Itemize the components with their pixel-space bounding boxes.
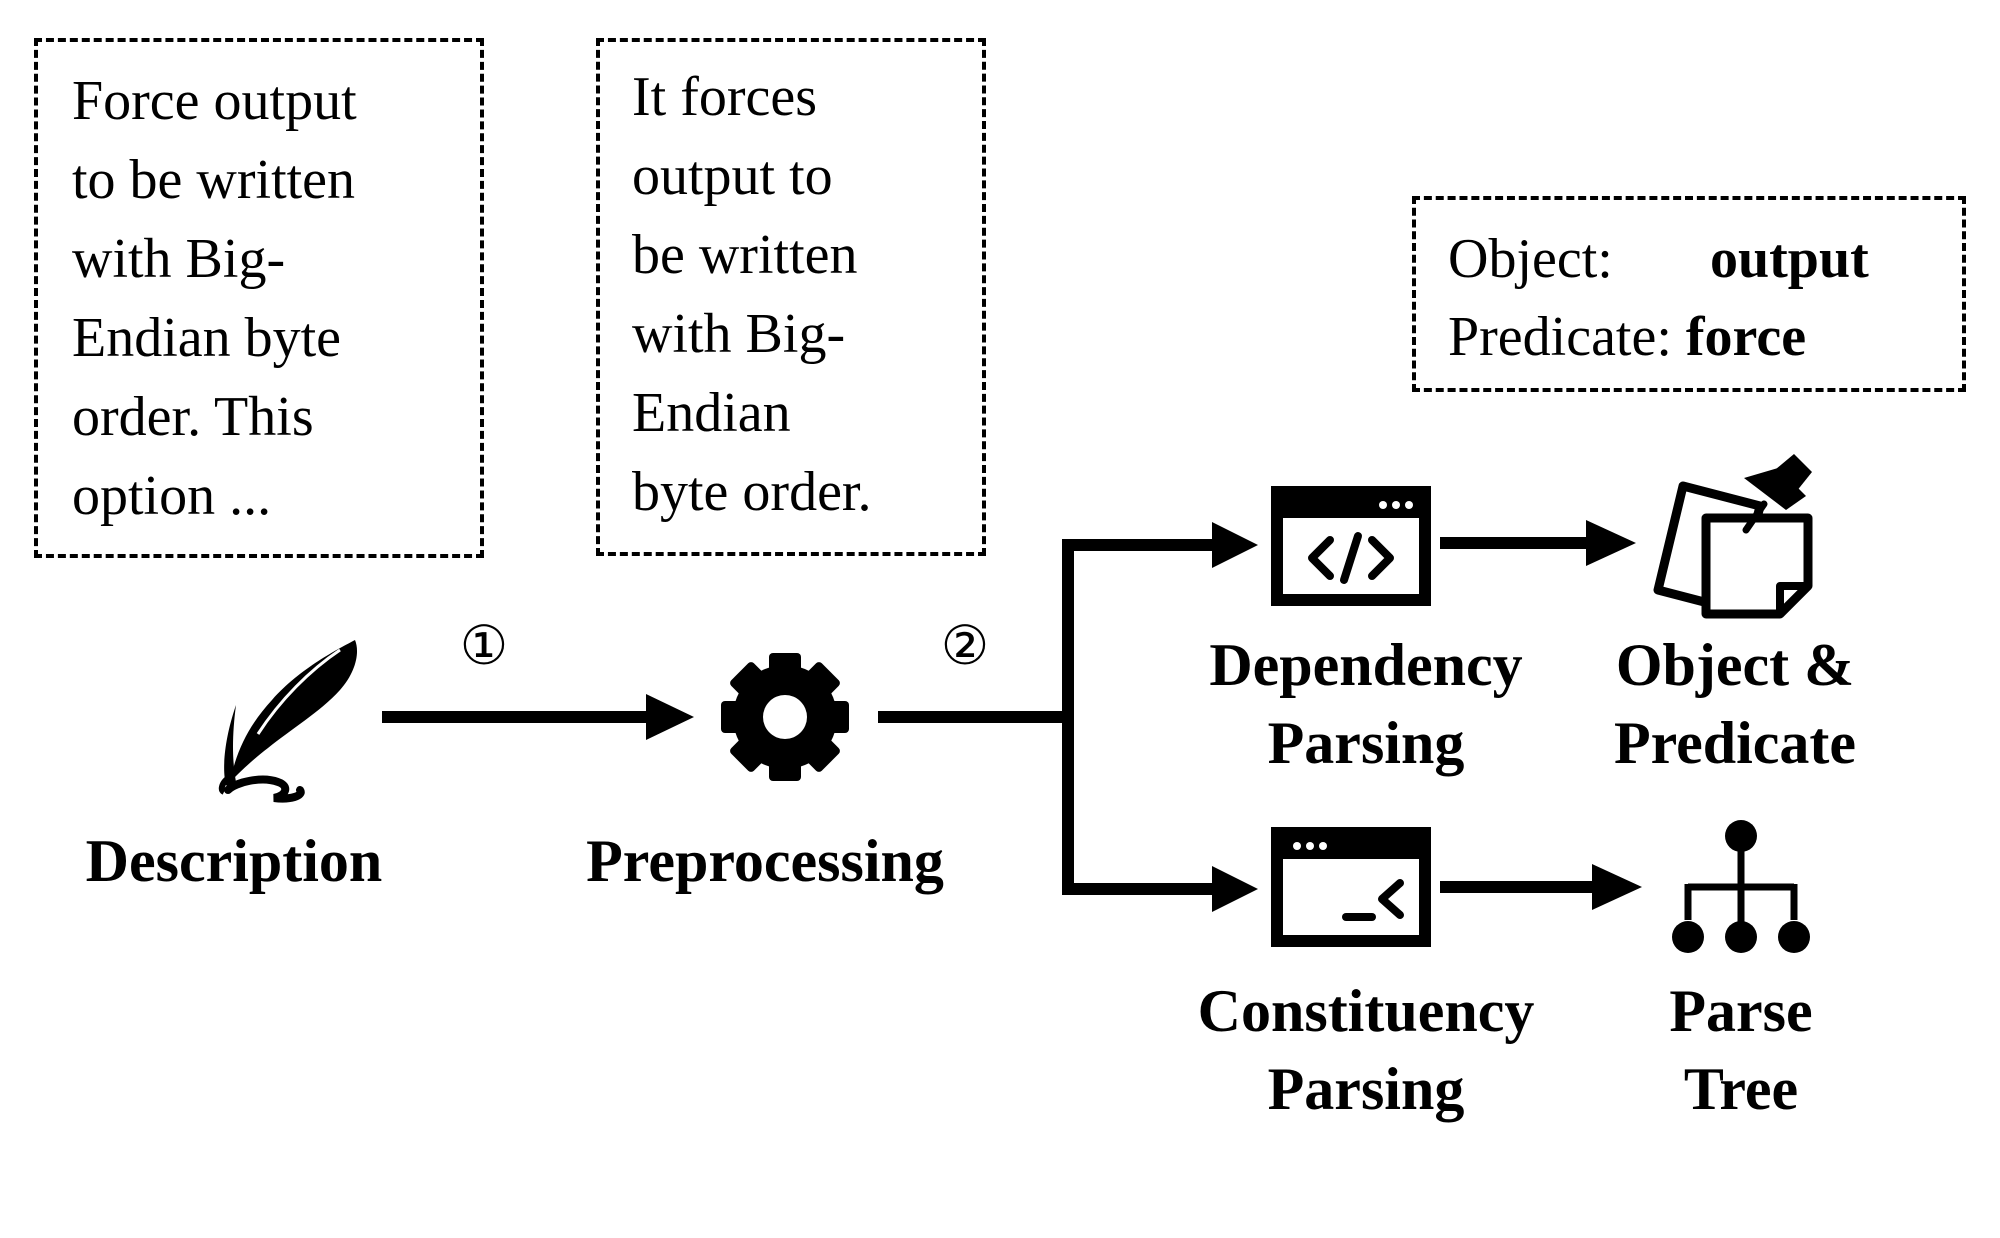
parse-tree-label: Parse Tree (1591, 972, 1891, 1128)
object-predicate-line: Object & (1615, 632, 1855, 698)
description-label: Description (85, 828, 383, 894)
dependency-parsing-line: Parsing (1267, 710, 1465, 776)
description-line: option ... (72, 465, 272, 527)
preprocessing-label: Preprocessing (586, 828, 944, 894)
description-line: Endian byte (72, 307, 342, 369)
preprocessed-text: It forces output to be written with Big-… (632, 58, 871, 532)
description-line: with Big- (72, 228, 286, 290)
preprocessed-text-box (596, 38, 986, 556)
preprocessed-line: It forces (632, 66, 818, 128)
code-window-icon (1271, 486, 1431, 606)
predicate-row: Predicate: force (1448, 298, 1869, 376)
dependency-parsing-line: Dependency (1209, 632, 1523, 698)
hierarchy-tree-icon (1672, 820, 1810, 953)
constituency-parsing-line: Constituency (1197, 978, 1535, 1044)
arrow-constituency-to-parse-tree (1440, 864, 1642, 910)
description-line: Force output (72, 70, 357, 132)
step-1-marker: ① (459, 614, 509, 677)
terminal-window-icon (1271, 827, 1431, 947)
preprocessed-line: with Big- (632, 303, 846, 365)
constituency-parsing-line: Parsing (1267, 1056, 1465, 1122)
preprocessed-line: byte order. (632, 461, 872, 523)
object-value: output (1710, 228, 1869, 290)
preprocessed-line: be written (632, 224, 858, 286)
parse-tree-line: Parse (1669, 978, 1813, 1044)
arrow-description-to-preprocessing (382, 694, 694, 740)
object-predicate-label: Object & Predicate (1545, 626, 1925, 782)
arrow-dependency-to-object-predicate (1440, 520, 1636, 566)
description-text: Force output to be written with Big- End… (72, 62, 357, 536)
description-text-box (34, 38, 484, 558)
object-predicate-line: Predicate (1613, 710, 1857, 776)
parse-tree-line: Tree (1683, 1056, 1799, 1122)
feather-quill-icon (218, 640, 358, 803)
object-key: Object: (1448, 228, 1613, 290)
description-line: to be written (72, 149, 356, 211)
constituency-parsing-label: Constituency Parsing (1146, 972, 1586, 1128)
object-predicate-result-box (1412, 196, 1966, 392)
description-line: order. This (72, 386, 314, 448)
gear-icon (721, 653, 849, 781)
dependency-parsing-label: Dependency Parsing (1166, 626, 1566, 782)
step-2-marker: ② (940, 614, 990, 677)
preprocessed-line: output to (632, 145, 833, 207)
result-content: Object: output Predicate: force (1448, 220, 1869, 376)
preprocessed-line: Endian (632, 382, 791, 444)
pinned-notes-icon (1653, 454, 1813, 619)
predicate-key: Predicate: (1448, 306, 1672, 368)
object-row: Object: output (1448, 220, 1869, 298)
arrow-preprocessing-to-parsers (878, 522, 1258, 912)
predicate-value: force (1685, 306, 1807, 368)
